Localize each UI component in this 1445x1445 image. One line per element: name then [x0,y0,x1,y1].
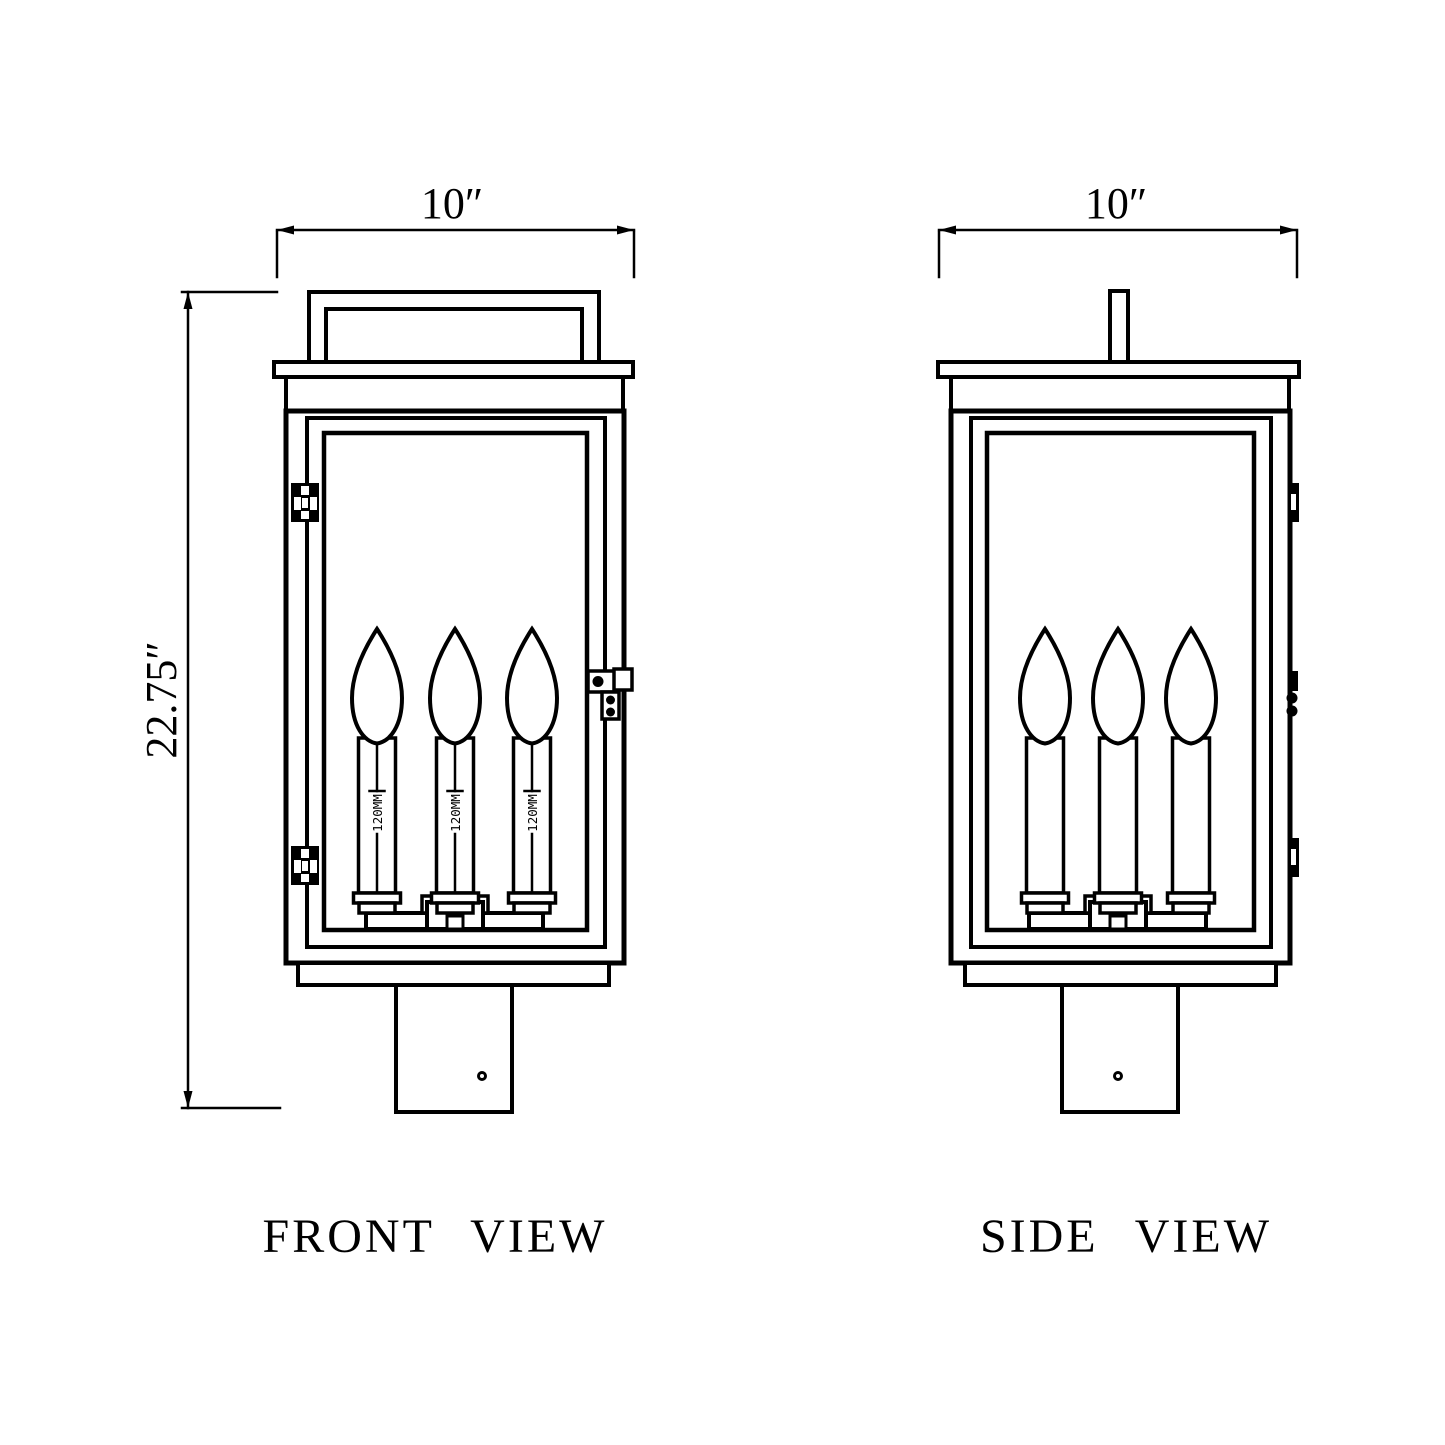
bulb-height-callouts [368,742,541,893]
front-width-dimension: 10″ [275,179,636,279]
front-view: 10″ 22.75″ [137,179,636,1263]
front-height-dimension: 22.75″ [137,290,282,1110]
set-screw-hole [477,1071,487,1081]
arrowhead-right-icon [1280,225,1297,235]
set-screw-hole [1113,1071,1123,1081]
top-plate [272,360,635,379]
arrowhead-left-icon [939,225,956,235]
arrowhead-up-icon [183,292,193,309]
front-candle-cluster: 120MM 120MM 120MM [350,627,559,931]
side-width-label: 10″ [1085,179,1147,228]
candle-right [1164,627,1218,915]
post-mount [394,983,514,1114]
hinge-top-edge [1288,483,1299,522]
candle-center [1091,627,1145,915]
door-latch [586,667,634,721]
bulb-label-2: 120MM [448,794,463,832]
front-width-label: 10″ [421,179,483,228]
arrowhead-right-icon [617,225,634,235]
base-plate [296,961,611,987]
front-height-label: 22.75″ [137,641,186,758]
inner-frame [969,416,1273,949]
handle-loop [307,290,601,380]
side-lantern [936,289,1301,1114]
door-latch-edge [1286,671,1298,717]
hinge-bottom [291,846,319,885]
candle-left [1018,627,1072,915]
post-mount [1060,983,1180,1114]
hinge-top [291,483,319,522]
side-view: 10″ [936,179,1301,1263]
handle-edge [1108,289,1130,365]
hinge-bottom-edge [1288,838,1299,877]
cap [949,375,1291,413]
bulb-label-1: 120MM [370,794,385,832]
top-plate [936,360,1301,379]
arrowhead-down-icon [183,1091,193,1108]
side-width-dimension: 10″ [937,179,1299,279]
front-lantern: 120MM 120MM 120MM [272,290,635,1114]
side-candle-cluster [1018,627,1218,931]
arrowhead-left-icon [277,225,294,235]
bulb-label-3: 120MM [525,794,540,832]
cap [284,375,625,413]
base-plate [963,961,1278,987]
side-view-title: SIDE VIEW [980,1210,1272,1263]
front-view-title: FRONT VIEW [263,1210,608,1263]
